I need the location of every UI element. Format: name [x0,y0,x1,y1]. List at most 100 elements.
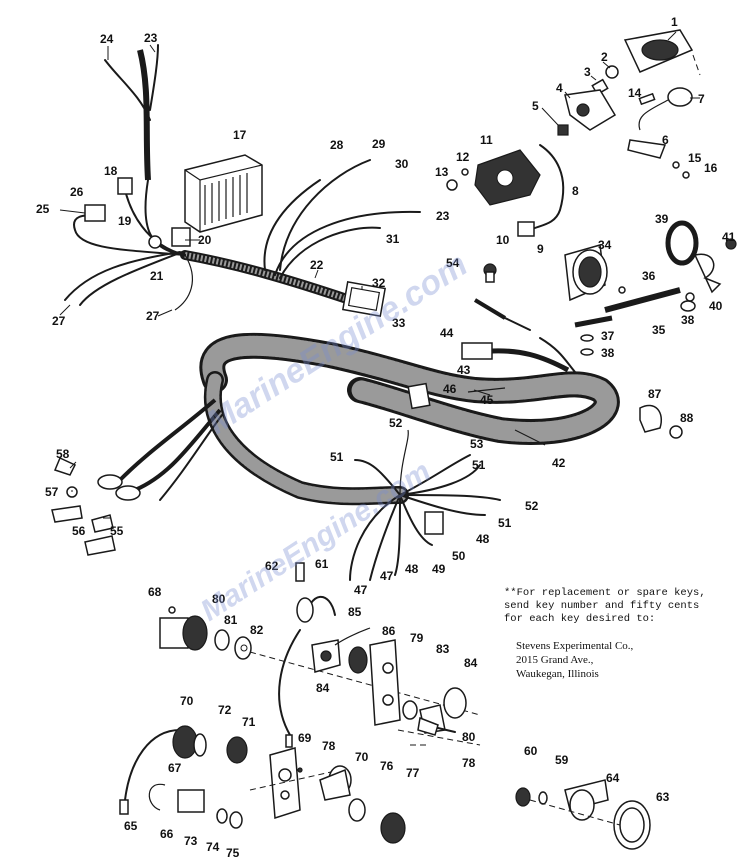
callout-36: 36 [642,269,656,283]
note-line: send key number and fifty cents [504,600,700,612]
callout-68: 68 [148,585,162,599]
callout-51c: 51 [498,516,512,530]
callout-9: 9 [537,242,544,256]
callout-53: 53 [470,437,484,451]
solenoid-34 [564,244,696,356]
callout-47: 47 [354,583,368,597]
plate-69 [249,744,430,844]
connector-18 [117,177,133,195]
callout-47b: 47 [380,569,394,583]
battery-cables [51,398,223,556]
upper-harness [64,44,421,317]
key-80 [417,716,456,736]
callout-14: 14 [628,86,642,100]
callout-74: 74 [206,840,220,854]
connector-43 [461,298,576,393]
address-line: Waukegan, Illinois [516,668,599,680]
supplier-address: Stevens Experimental Co., 2015 Grand Ave… [516,639,633,681]
callout-82: 82 [250,623,264,637]
callout-88: 88 [680,411,694,425]
callout-17: 17 [233,128,247,142]
screw-21 [148,235,162,249]
callout-23b: 23 [436,209,450,223]
address-line: Stevens Experimental Co., [516,640,634,652]
callout-72: 72 [218,703,232,717]
callout-71: 71 [242,715,256,729]
callout-83: 83 [436,642,450,656]
callout-numbers: 1 2 3 4 5 6 7 8 9 10 11 12 13 14 15 16 1… [36,15,736,860]
callout-39: 39 [655,212,669,226]
callout-22: 22 [310,258,324,272]
callout-57: 57 [45,485,59,499]
callout-13: 13 [435,165,449,179]
callout-51b: 51 [472,458,486,472]
callout-38b: 38 [681,313,695,327]
callout-19: 19 [118,214,132,228]
callout-79: 79 [410,631,424,645]
callout-11: 11 [480,133,493,147]
callout-51: 51 [330,450,344,464]
callout-10: 10 [496,233,510,247]
note-line: for each key desired to: [504,613,656,625]
callout-46: 46 [443,382,457,396]
callout-8: 8 [572,184,579,198]
callout-28: 28 [330,138,344,152]
callout-52: 52 [389,416,403,430]
callout-48b: 48 [476,532,490,546]
callout-65: 65 [124,819,138,833]
callout-69: 69 [298,731,312,745]
callout-77: 77 [406,766,420,780]
rectifier-11 [446,144,565,237]
note-line: **For replacement or spare keys, [504,587,706,599]
callout-44: 44 [440,326,454,340]
callout-29: 29 [372,137,386,151]
address-line: 2015 Grand Ave., [516,654,594,666]
callout-80: 80 [212,592,226,606]
callout-21: 21 [150,269,164,283]
callout-41: 41 [722,230,736,244]
callout-30: 30 [395,157,409,171]
callout-55: 55 [110,524,124,538]
callout-24: 24 [100,32,114,46]
callout-63: 63 [656,790,670,804]
callout-31: 31 [386,232,400,246]
gauge-63 [515,779,651,850]
lower-switches [119,725,248,829]
callout-43: 43 [457,363,471,377]
clamp-assembly [483,220,737,294]
callout-54: 54 [446,256,460,270]
callout-84: 84 [316,681,330,695]
callout-6: 6 [662,133,669,147]
callout-86: 86 [382,624,396,638]
callout-38: 38 [601,346,615,360]
leader-lines [59,31,700,519]
callout-37: 37 [601,329,615,343]
callout-27: 27 [52,314,66,328]
callout-32: 32 [372,276,386,290]
callout-48: 48 [405,562,419,576]
callout-78: 78 [322,739,336,753]
callout-70b: 70 [355,750,369,764]
callout-67: 67 [168,761,182,775]
key-switch-81 [159,606,481,716]
coil-assembly [557,29,701,179]
callout-85: 85 [348,605,362,619]
callout-23: 23 [144,31,158,45]
clamp-87 [639,404,683,439]
callout-25: 25 [36,202,50,216]
callout-78b: 78 [462,756,476,770]
callout-16: 16 [704,161,718,175]
cable-61 [278,562,336,748]
key-replacement-note: **For replacement or spare keys, send ke… [504,587,734,626]
callout-33: 33 [392,316,406,330]
callout-75: 75 [226,846,240,860]
callout-62: 62 [265,559,279,573]
callout-60: 60 [524,744,538,758]
callout-76: 76 [380,759,394,773]
callout-84b: 84 [464,656,478,670]
callout-87: 87 [648,387,662,401]
lower-wires [349,429,501,581]
callout-80b: 80 [462,730,476,744]
callout-70: 70 [180,694,194,708]
